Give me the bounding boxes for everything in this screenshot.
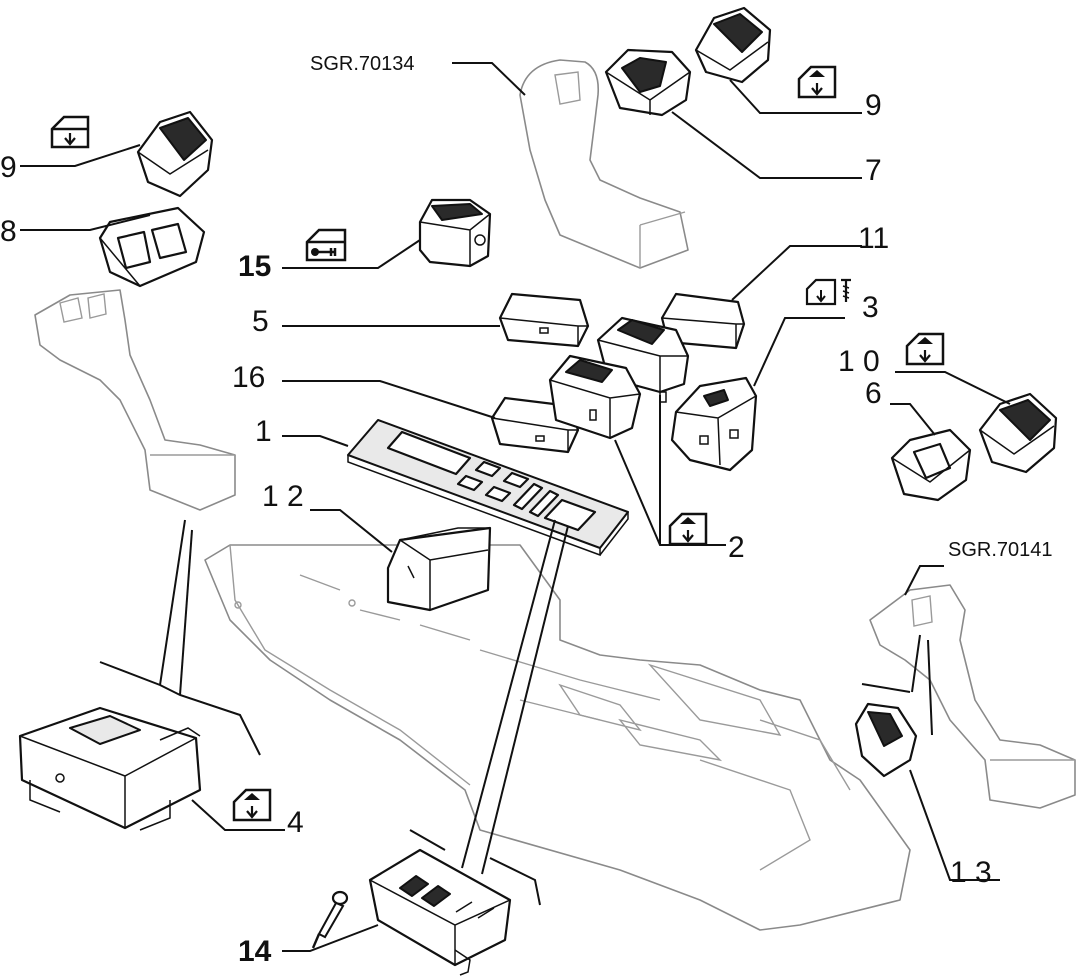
label-part-8: 8 (0, 215, 17, 248)
connector-pin-icon (311, 890, 349, 949)
part-12-blank-cover (386, 526, 492, 612)
label-part-2: 2 (728, 531, 745, 564)
window-lift-screw-icon (805, 278, 851, 306)
label-part-1: 1 (255, 415, 272, 448)
leader-lines (20, 62, 1011, 952)
part-6-switch (890, 428, 972, 502)
label-part-6: 6 (865, 377, 882, 410)
part-7-switch (604, 48, 692, 117)
label-part-7: 7 (865, 154, 882, 187)
armrest-bracket-right (869, 584, 1076, 809)
label-part-9-right: 9 (865, 89, 882, 122)
part-8-double-switch (98, 206, 206, 288)
label-part-14: 14 (238, 935, 272, 968)
armrest-bracket-top (519, 59, 689, 269)
label-part-3: 3 (862, 291, 879, 324)
part-13-clip (854, 702, 918, 778)
label-part-13: 1 3 (950, 856, 992, 889)
label-part-5: 5 (252, 305, 269, 338)
part-10-switch (978, 392, 1058, 474)
armrest-bracket-left (34, 289, 236, 511)
label-part-4: 4 (287, 806, 304, 839)
part-9-switch-top (694, 6, 772, 84)
reference-sgr-70141: SGR.70141 (948, 539, 1053, 561)
reference-sgr-70134: SGR.70134 (310, 53, 415, 75)
part-15-lock-switch (418, 198, 492, 268)
label-part-11: 11 (858, 222, 889, 255)
door-lock-icon (305, 228, 347, 262)
part-14-connector-block (368, 848, 512, 976)
part-5-switch (498, 292, 590, 348)
centre-console (204, 544, 911, 931)
window-lift-icon (797, 65, 837, 99)
part-9-switch-left (136, 110, 214, 198)
part-3-switch (670, 376, 758, 472)
window-lift-icon (50, 115, 90, 149)
part-1-switch-panel (347, 419, 629, 557)
part-labels: 9 8 9 7 15 11 5 3 1 0 16 6 1 1 2 2 4 1 3… (0, 53, 1053, 968)
part-2-switch-pair (548, 316, 690, 440)
label-part-10: 1 0 (838, 345, 880, 378)
label-part-16: 16 (232, 361, 265, 394)
window-lift-icon (668, 512, 708, 546)
window-lift-icon (905, 332, 945, 366)
label-part-9-left: 9 (0, 151, 17, 184)
window-lift-icon (232, 788, 272, 822)
part-4-control-unit (18, 706, 202, 831)
label-part-12: 1 2 (262, 480, 304, 513)
label-part-15: 15 (238, 250, 271, 283)
